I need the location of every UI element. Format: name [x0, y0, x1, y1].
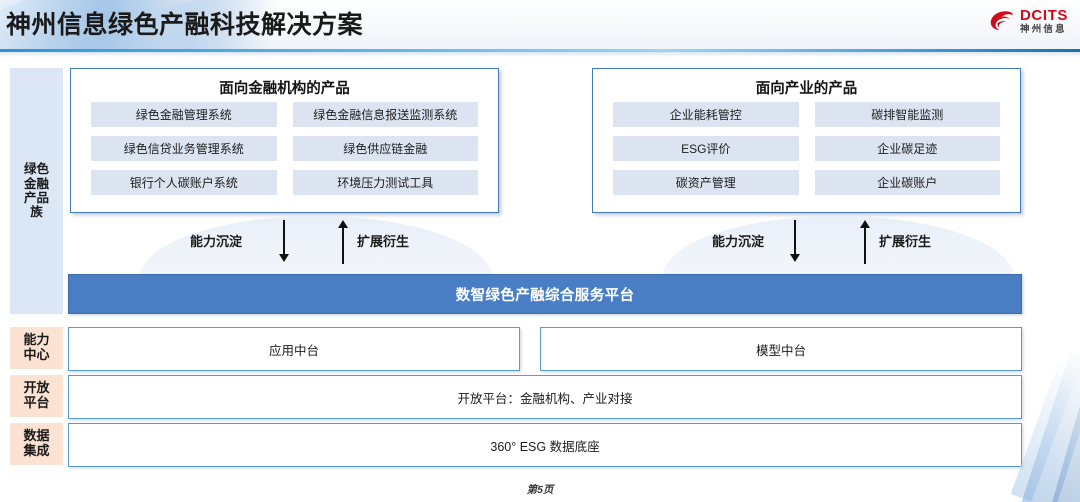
layer-label-data-foundation: 360° ESG 数据底座: [490, 439, 600, 454]
sidebar-item-ability-center[interactable]: 能力中心: [10, 327, 63, 369]
product-chip-grid-industry: 企业能耗管控 碳排智能监测 ESG评价 企业碳足迹 碳资产管理 企业碳账户: [613, 102, 1000, 195]
logo-text-en: DCITS: [1020, 7, 1068, 24]
sidebar-label-ability-center: 能力中心: [23, 332, 50, 362]
page-number-footer: 第5页: [526, 484, 554, 496]
product-group-industry: 面向产业的产品 企业能耗管控 碳排智能监测 ESG评价 企业碳足迹 碳资产管理 …: [592, 68, 1021, 213]
flow-label-sink-left: 能力沉淀: [190, 234, 243, 249]
header-divider-shadow: [0, 52, 1080, 57]
flow-label-grow-right: 扩展衍生: [879, 234, 932, 249]
product-chip[interactable]: 绿色金融信息报送监测系统: [292, 102, 478, 127]
platform-bar[interactable]: 数智绿色产融综合服务平台: [68, 274, 1022, 314]
product-chip[interactable]: 企业碳账户: [814, 170, 1000, 195]
product-group-financial-institutions: 面向金融机构的产品 绿色金融管理系统 绿色金融信息报送监测系统 绿色信贷业务管理…: [70, 68, 499, 213]
product-chip-grid-financial: 绿色金融管理系统 绿色金融信息报送监测系统 绿色信贷业务管理系统 绿色供应链金融…: [91, 102, 478, 195]
layer-box-data-foundation[interactable]: 360° ESG 数据底座: [68, 423, 1022, 467]
product-chip[interactable]: 绿色信贷业务管理系统: [91, 136, 277, 161]
layer-label-model-middle-platform: 模型中台: [755, 343, 806, 358]
product-chip[interactable]: ESG评价: [613, 136, 799, 161]
sidebar-label-data-integration: 数据集成: [23, 428, 50, 458]
sidebar-label-open-platform: 开放平台: [23, 380, 50, 410]
product-chip[interactable]: 银行个人碳账户系统: [91, 170, 277, 195]
product-chip[interactable]: 绿色金融管理系统: [91, 102, 277, 127]
logo-text-cn: 神州信息: [1020, 24, 1067, 35]
flow-label-sink-right: 能力沉淀: [712, 234, 765, 249]
sidebar-label-product-family: 绿色金融产品族: [23, 162, 49, 220]
platform-bar-label: 数智绿色产融综合服务平台: [455, 287, 635, 304]
product-group-title-financial: 面向金融机构的产品: [219, 81, 350, 97]
product-chip[interactable]: 环境压力测试工具: [292, 170, 478, 195]
flow-label-grow-left: 扩展衍生: [357, 234, 410, 249]
layer-label-open-platform: 开放平台：金融机构、产业对接: [457, 391, 633, 406]
sidebar-item-product-family[interactable]: 绿色金融产品族: [10, 68, 63, 314]
header-divider-rule: [0, 49, 1080, 52]
ribbon-stripe-2: [1043, 341, 1080, 502]
product-chip[interactable]: 绿色供应链金融: [292, 136, 478, 161]
product-chip[interactable]: 企业能耗管控: [613, 102, 799, 127]
layer-box-open-platform[interactable]: 开放平台：金融机构、产业对接: [68, 375, 1022, 419]
layer-label-app-middle-platform: 应用中台: [268, 343, 319, 358]
page-title: 神州信息绿色产融科技解决方案: [6, 11, 364, 39]
ribbon-stripe-1: [1015, 351, 1080, 502]
layer-box-model-middle-platform[interactable]: 模型中台: [540, 327, 1022, 371]
product-chip[interactable]: 碳资产管理: [613, 170, 799, 195]
sidebar-item-data-integration[interactable]: 数据集成: [10, 423, 63, 465]
product-chip[interactable]: 企业碳足迹: [814, 136, 1000, 161]
layer-box-app-middle-platform[interactable]: 应用中台: [68, 327, 520, 371]
product-chip[interactable]: 碳排智能监测: [814, 102, 1000, 127]
product-group-title-industry: 面向产业的产品: [755, 81, 858, 97]
sidebar-item-open-platform[interactable]: 开放平台: [10, 375, 63, 417]
dcits-swoosh-icon: [989, 10, 1015, 32]
slide-header: 神州信息绿色产融科技解决方案 DCITS 神州信息: [0, 0, 1080, 50]
brand-logo: DCITS 神州信息: [989, 8, 1068, 35]
